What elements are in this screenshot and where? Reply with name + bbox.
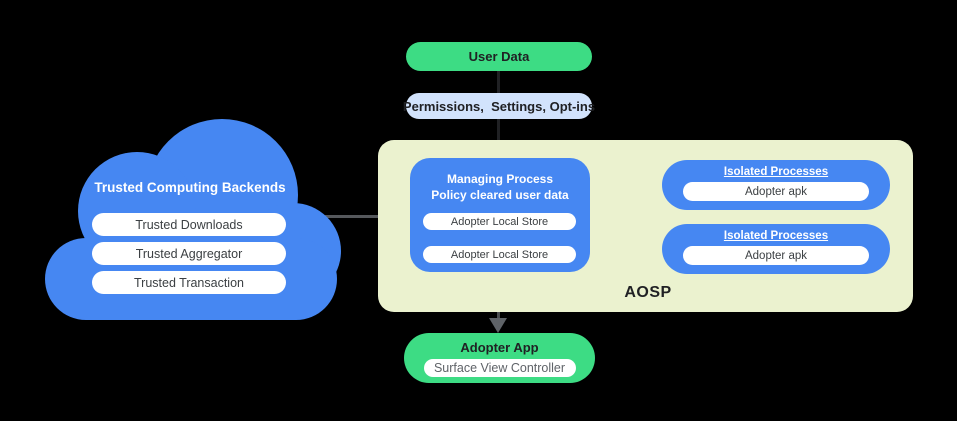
connector-cloud-to-managing	[325, 215, 412, 218]
surface-view-controller-label: Surface View Controller	[433, 361, 566, 375]
adopter-local-store-label: Adopter Local Store	[450, 215, 549, 228]
cloud-item-label: Trusted Aggregator	[135, 246, 243, 261]
user-data-label: User Data	[468, 49, 530, 64]
surface-view-controller-pill: Surface View Controller	[423, 359, 576, 377]
user-data-node: User Data	[406, 42, 592, 71]
isolated-processes-title: Isolated Processes	[723, 166, 829, 178]
connector-permissions-to-managing	[497, 119, 500, 160]
adopter-apk-pill: Adopter apk	[683, 246, 869, 265]
managing-process-title-line1: Managing Process	[446, 172, 554, 186]
isolated-processes-node-1: Isolated Processes Adopter apk	[662, 160, 890, 210]
adopter-app-node: Adopter App Surface View Controller	[404, 333, 595, 383]
adopter-local-store-pill-2: Adopter Local Store	[423, 246, 576, 263]
arrow-down-icon	[489, 318, 507, 333]
adopter-apk-label: Adopter apk	[744, 185, 807, 198]
adopter-app-title: Adopter App	[460, 340, 539, 355]
managing-process-title-line2: Policy cleared user data	[431, 188, 569, 202]
cloud-item-trusted-downloads: Trusted Downloads	[92, 213, 286, 236]
adopter-apk-pill: Adopter apk	[683, 182, 869, 201]
managing-process-title: Managing Process Policy cleared user dat…	[410, 171, 590, 203]
isolated-processes-title: Isolated Processes	[723, 230, 829, 242]
adopter-local-store-label: Adopter Local Store	[450, 248, 549, 261]
aosp-label: AOSP	[624, 284, 672, 301]
cloud-title: Trusted Computing Backends	[94, 180, 286, 195]
cloud-item-trusted-aggregator: Trusted Aggregator	[92, 242, 286, 265]
cloud-item-label: Trusted Downloads	[135, 217, 243, 232]
cloud-item-trusted-transaction: Trusted Transaction	[92, 271, 286, 294]
isolated-processes-node-2: Isolated Processes Adopter apk	[662, 224, 890, 274]
permissions-label: Permissions, Settings, Opt-ins	[402, 98, 596, 114]
adopter-local-store-pill-1: Adopter Local Store	[423, 213, 576, 230]
connector-userdata-to-permissions	[497, 71, 500, 95]
adopter-apk-label: Adopter apk	[744, 249, 807, 262]
cloud-item-label: Trusted Transaction	[133, 275, 244, 290]
permissions-node: Permissions, Settings, Opt-ins	[402, 93, 596, 119]
